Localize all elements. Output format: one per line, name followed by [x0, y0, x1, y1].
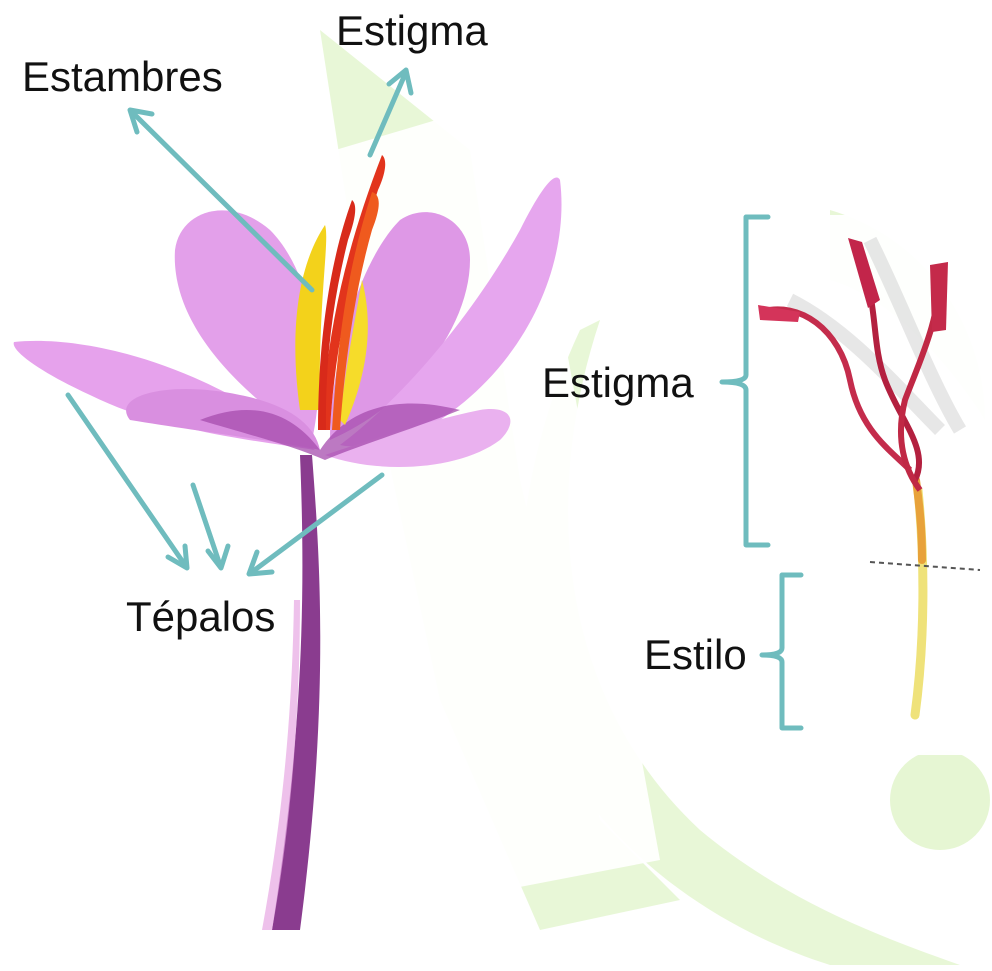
label-estigma-top: Estigma	[336, 10, 488, 52]
stigma-tip-right	[930, 262, 948, 332]
watermark-dot	[890, 750, 990, 850]
flower-photo-background	[0, 95, 660, 960]
label-estambres: Estambres	[22, 56, 223, 98]
label-estilo: Estilo	[644, 634, 747, 676]
label-estigma-right: Estigma	[542, 362, 694, 404]
label-tepalos: Tépalos	[126, 596, 275, 638]
